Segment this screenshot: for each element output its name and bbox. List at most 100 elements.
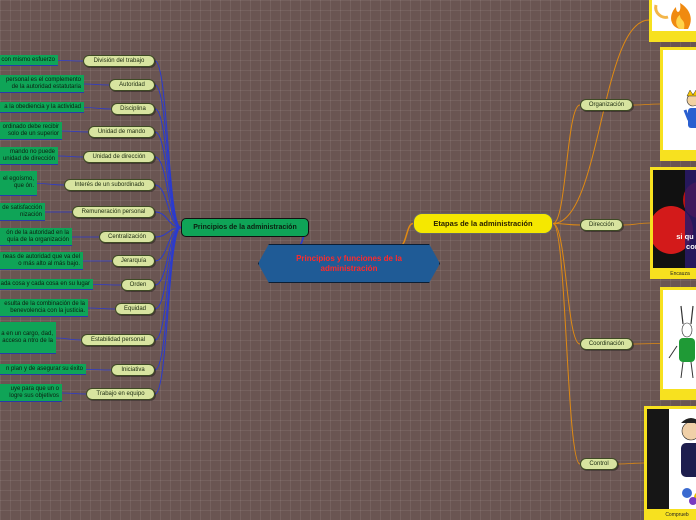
link-stage-planning (552, 19, 650, 224)
principle-label: Estabilidad personal (90, 336, 146, 343)
principle-interes-subordinado[interactable]: Interés de un subordinado (64, 179, 155, 191)
note-jerarquia[interactable]: neas de autoridad que va del o más alto … (0, 252, 83, 270)
central-topic[interactable]: Principios y funciones de la administrac… (258, 244, 440, 283)
stage-label: Control (589, 460, 609, 467)
coordinacion-image (663, 290, 696, 389)
note-text: ordinado debe recibir solo de un superio… (2, 123, 59, 137)
note-text: esulta de la combinación de la benevolen… (4, 300, 85, 314)
link-image-coordinacion (632, 343, 661, 345)
principle-jerarquia[interactable]: Jerarquía (112, 255, 155, 267)
link-principle-disciplina (154, 108, 182, 228)
direccion-image-frame[interactable]: si qu mara conti Encauza (650, 167, 696, 279)
link-note-division-del-trabajo (57, 60, 84, 62)
link-image-direccion (622, 222, 651, 226)
note-text: n plan y de asegurar su éxito (5, 365, 83, 372)
direccion-image-text: si qu mara conti (676, 232, 696, 251)
principles-branch[interactable]: Principios de la administración (181, 218, 309, 237)
note-text: ón de la autoridad en la quía de la orga… (6, 229, 69, 243)
link-stage-direccion (552, 223, 581, 226)
principle-unidad-de-direccion[interactable]: Unidad de dirección (83, 151, 155, 163)
stage-direccion[interactable]: Dirección (580, 219, 623, 231)
note-iniciativa[interactable]: n plan y de asegurar su éxito (0, 364, 86, 375)
stages-branch[interactable]: Etapas de la administración (413, 213, 553, 234)
direccion-image: si qu mara conti (653, 170, 696, 268)
link-note-disciplina (83, 107, 112, 110)
link-principle-trabajo-en-equipo (154, 227, 182, 395)
link-note-autoridad (83, 83, 110, 86)
note-equidad[interactable]: esulta de la combinación de la benevolen… (0, 299, 88, 317)
link-stage-coordinacion (552, 223, 581, 345)
note-division-del-trabajo[interactable]: con mismo esfuerzo (0, 55, 58, 66)
planning-image (652, 0, 696, 31)
principle-label: Unidad de dirección (92, 153, 146, 160)
coordinacion-caption: A (660, 391, 696, 399)
principle-orden[interactable]: Orden (121, 279, 155, 291)
note-text: con mismo esfuerzo (1, 56, 55, 63)
note-orden[interactable]: ada cosa y cada cosa en su lugar (0, 279, 93, 290)
principle-disciplina[interactable]: Disciplina (111, 103, 155, 115)
principle-unidad-de-mando[interactable]: Unidad de mando (88, 126, 155, 138)
control-image-frame[interactable]: Comprueb (644, 406, 696, 520)
principle-label: Trabajo en equipo (96, 390, 145, 397)
link-image-organizacion (632, 103, 661, 106)
note-text: personal es el complemento de la autorid… (5, 76, 81, 90)
link-principle-autoridad (154, 84, 182, 228)
principle-remuneracion[interactable]: Remuneración personal (72, 206, 155, 218)
note-interes-subordinado[interactable]: el egoísmo, que ón. (0, 171, 37, 196)
link-note-orden (92, 284, 122, 286)
organizacion-image (663, 50, 696, 150)
principle-equidad[interactable]: Equidad (115, 303, 155, 315)
control-caption: Comprueb (665, 512, 689, 518)
link-note-unidad-de-direccion (57, 155, 84, 158)
principle-label: Disciplina (120, 105, 146, 112)
principle-division-del-trabajo[interactable]: División del trabajo (83, 55, 155, 67)
link-note-estabilidad (55, 337, 82, 341)
principle-estabilidad[interactable]: Estabilidad personal (81, 334, 155, 346)
principles-branch-label: Principios de la administración (193, 224, 297, 231)
link-stage-control (552, 223, 581, 465)
note-autoridad[interactable]: personal es el complemento de la autorid… (0, 75, 84, 93)
note-centralizacion[interactable]: ón de la autoridad en la quía de la orga… (0, 228, 72, 246)
note-unidad-de-mando[interactable]: ordinado debe recibir solo de un superio… (0, 122, 62, 140)
stage-coordinacion[interactable]: Coordinación (580, 338, 633, 350)
link-principle-interes-subordinado (154, 184, 182, 228)
note-disciplina[interactable]: a la obediencia y la actividad (0, 102, 84, 113)
note-estabilidad[interactable]: a en un cargo, dad, acceso a ntro de la (0, 322, 56, 354)
note-text: mando no puede unidad de dirección (2, 148, 55, 162)
link-principle-unidad-de-mando (154, 131, 182, 228)
organizacion-image-frame[interactable] (660, 47, 696, 161)
link-image-control (617, 462, 645, 465)
link-principle-division-del-trabajo (154, 60, 182, 228)
link-principle-unidad-de-direccion (154, 156, 182, 228)
principle-centralizacion[interactable]: Centralización (99, 231, 155, 243)
principle-label: Autoridad (119, 81, 145, 88)
principle-label: Unidad de mando (97, 128, 146, 135)
stage-control[interactable]: Control (580, 458, 618, 470)
principle-label: Remuneración personal (81, 208, 146, 215)
stage-organizacion[interactable]: Organización (580, 99, 633, 111)
note-trabajo-en-equipo[interactable]: uye para que un o logre sus objetivos (0, 384, 62, 402)
note-unidad-de-direccion[interactable]: mando no puede unidad de dirección (0, 147, 58, 165)
note-text: ada cosa y cada cosa en su lugar (0, 280, 90, 287)
stage-label: Organización (588, 101, 625, 108)
note-text: de satisfacción nización (2, 204, 42, 218)
planning-image-frame[interactable] (649, 0, 696, 42)
link-note-interes-subordinado (36, 183, 65, 186)
note-text: a la obediencia y la actividad (4, 103, 81, 110)
principle-autoridad[interactable]: Autoridad (109, 79, 155, 91)
principle-label: Equidad (123, 305, 147, 312)
link-principle-remuneracion (154, 211, 182, 228)
principle-iniciativa[interactable]: Iniciativa (111, 364, 155, 376)
link-central-stages (399, 222, 414, 247)
link-stage-organizacion (552, 104, 581, 224)
principle-label: Centralización (107, 233, 147, 240)
stage-label: Dirección (588, 221, 614, 228)
link-principle-iniciativa (154, 227, 182, 371)
coordinacion-image-frame[interactable]: A (660, 287, 696, 400)
note-text: a en un cargo, dad, acceso a ntro de la (1, 330, 53, 344)
note-text: uye para que un o logre sus objetivos (9, 385, 59, 399)
principle-trabajo-en-equipo[interactable]: Trabajo en equipo (86, 388, 155, 400)
note-remuneracion[interactable]: de satisfacción nización (0, 203, 45, 221)
